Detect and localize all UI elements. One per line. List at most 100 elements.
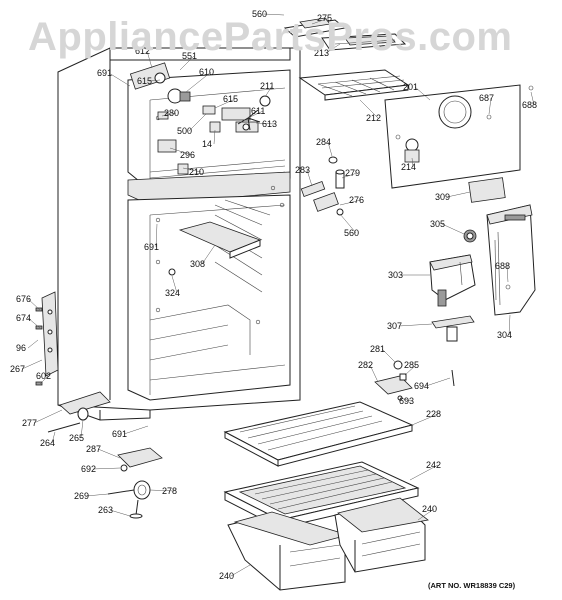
evaporator-cover-201 bbox=[384, 84, 534, 189]
leader-line-613 bbox=[255, 122, 275, 125]
leader-line-283 bbox=[306, 169, 313, 187]
crisper-cover-242 bbox=[223, 461, 420, 529]
leader-lines bbox=[21, 13, 535, 577]
part-label-687: 687 bbox=[479, 93, 494, 103]
part-label-287: 287 bbox=[86, 444, 101, 454]
leader-line-282 bbox=[369, 364, 379, 383]
leader-line-212 bbox=[359, 99, 379, 119]
part-label-214: 214 bbox=[401, 162, 416, 172]
leader-line-309 bbox=[446, 191, 471, 198]
leader-line-280 bbox=[161, 112, 177, 117]
leader-line-228 bbox=[411, 413, 439, 426]
part-label-611: 611 bbox=[251, 106, 265, 116]
leader-line-96 bbox=[27, 339, 39, 349]
leader-line-560-mid bbox=[339, 213, 357, 234]
leader-line-287 bbox=[97, 448, 121, 459]
plug-324 bbox=[168, 268, 176, 276]
leader-line-674 bbox=[27, 317, 41, 329]
leader-line-324 bbox=[171, 275, 178, 294]
leader-line-275 bbox=[311, 17, 330, 25]
part-label-691-mid: 691 bbox=[144, 242, 159, 252]
leader-line-213 bbox=[325, 43, 341, 54]
leader-line-264 bbox=[51, 431, 56, 444]
leader-line-612 bbox=[146, 50, 153, 69]
leader-line-691-bot bbox=[123, 425, 149, 435]
leader-line-276 bbox=[339, 199, 362, 206]
leader-line-615-top bbox=[148, 79, 161, 82]
refrigerator-cabinet bbox=[57, 47, 301, 421]
freezer-internal-parts bbox=[129, 62, 271, 175]
part-label-602: 602 bbox=[36, 371, 51, 381]
part-label-240-left: 240 bbox=[219, 571, 234, 581]
leader-line-551 bbox=[179, 55, 195, 71]
control-housing-304 bbox=[486, 204, 536, 316]
part-label-500: 500 bbox=[177, 126, 192, 136]
leader-line-610 bbox=[185, 71, 212, 93]
part-label-615-top: 615 bbox=[137, 76, 152, 86]
leader-line-500 bbox=[188, 113, 207, 132]
leader-line-615-mid bbox=[214, 98, 236, 109]
bracket-307 bbox=[431, 315, 475, 342]
part-label-674: 674 bbox=[16, 313, 31, 323]
leader-line-691-mid bbox=[155, 223, 158, 248]
leader-line-285 bbox=[404, 364, 417, 376]
part-label-14: 14 bbox=[202, 139, 212, 149]
part-label-210: 210 bbox=[189, 167, 204, 177]
hinge-assembly-left bbox=[35, 291, 59, 386]
leader-line-694 bbox=[425, 377, 451, 387]
part-label-278: 278 bbox=[162, 486, 177, 496]
part-label-610: 610 bbox=[199, 67, 214, 77]
leader-line-278 bbox=[149, 489, 175, 492]
part-label-688-mid: 688 bbox=[495, 261, 510, 271]
leader-line-296 bbox=[169, 147, 193, 156]
leader-line-693 bbox=[399, 397, 412, 402]
leader-line-265 bbox=[80, 419, 84, 439]
leader-line-304 bbox=[508, 314, 511, 336]
part-label-211: 211 bbox=[260, 81, 274, 91]
leader-line-277 bbox=[33, 409, 63, 424]
part-label-242: 242 bbox=[426, 460, 441, 470]
leader-line-307 bbox=[398, 323, 433, 327]
part-label-283: 283 bbox=[295, 165, 310, 175]
art-number: (ART NO. WR18839 C29) bbox=[428, 581, 516, 590]
part-label-304: 304 bbox=[497, 330, 512, 340]
leader-line-611 bbox=[247, 110, 264, 119]
leader-line-211 bbox=[264, 85, 273, 98]
leader-line-201 bbox=[414, 86, 431, 101]
shelf-228 bbox=[223, 401, 414, 467]
leader-line-240-left bbox=[230, 564, 251, 577]
roller-278 bbox=[107, 480, 151, 519]
part-label-201: 201 bbox=[403, 82, 418, 92]
part-label-212: 212 bbox=[366, 113, 381, 123]
part-label-691-top: 691 bbox=[97, 68, 112, 78]
part-label-694: 694 bbox=[414, 381, 429, 391]
part-label-265: 265 bbox=[69, 433, 84, 443]
part-label-96: 96 bbox=[16, 343, 26, 353]
part-label-269: 269 bbox=[74, 491, 89, 501]
part-label-691-bot: 691 bbox=[112, 429, 127, 439]
leader-line-692 bbox=[92, 467, 121, 470]
leader-line-269 bbox=[85, 493, 109, 497]
part-label-277: 277 bbox=[22, 418, 37, 428]
part-label-551: 551 bbox=[182, 51, 197, 61]
light-housing-303 bbox=[429, 254, 476, 307]
part-label-275: 275 bbox=[317, 13, 332, 23]
leader-line-284 bbox=[327, 141, 333, 157]
leader-line-214 bbox=[411, 157, 414, 168]
leader-line-263 bbox=[109, 509, 131, 517]
part-label-308: 308 bbox=[190, 259, 205, 269]
part-label-213: 213 bbox=[314, 48, 329, 58]
control-knob-305 bbox=[463, 229, 477, 243]
part-label-281: 281 bbox=[370, 344, 385, 354]
leader-line-308 bbox=[201, 244, 216, 265]
part-label-692: 692 bbox=[81, 464, 96, 474]
leader-line-279 bbox=[341, 172, 358, 179]
leader-line-560-top bbox=[263, 13, 285, 16]
leader-line-687 bbox=[488, 97, 492, 115]
part-label-279: 279 bbox=[345, 168, 360, 178]
leader-line-240-right bbox=[417, 508, 435, 521]
leveler-bracket-287 bbox=[117, 447, 163, 472]
part-label-612: 612 bbox=[135, 46, 150, 56]
part-label-280: 280 bbox=[164, 108, 179, 118]
